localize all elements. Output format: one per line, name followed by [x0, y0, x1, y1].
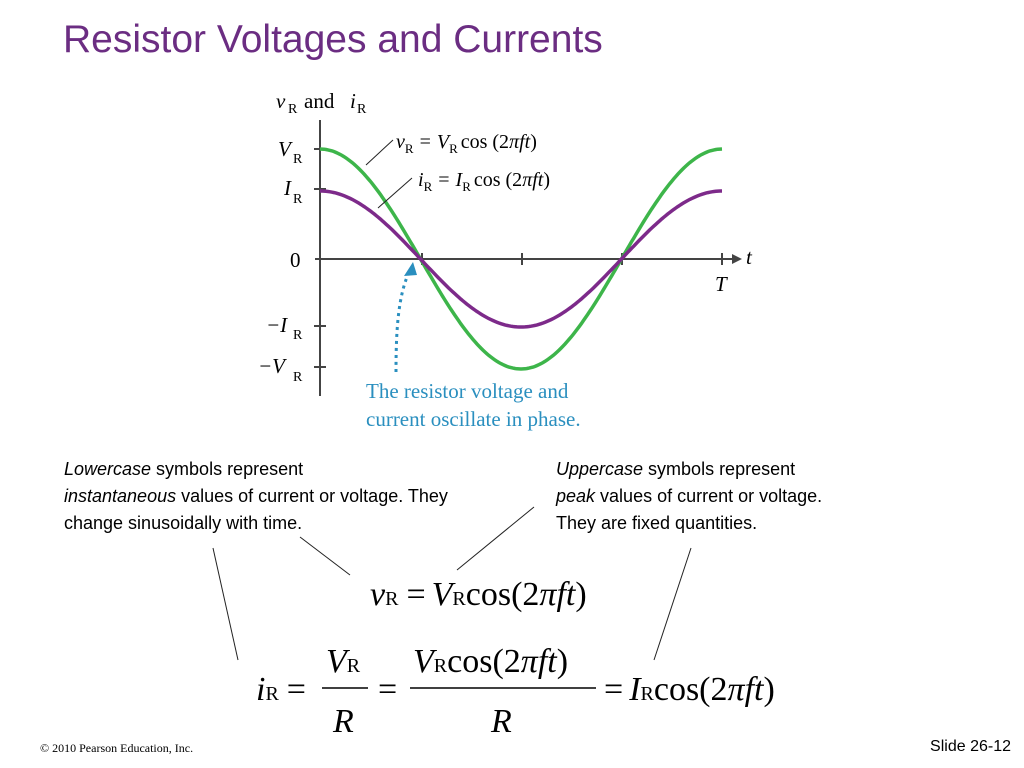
leader-right-1: [456, 506, 535, 571]
label-vr: V: [278, 137, 293, 161]
label-vr-sub: R: [293, 152, 303, 167]
eq2-frac2-den: R: [490, 703, 512, 740]
eq2-frac2-num: VRcos(2πft): [413, 643, 568, 680]
label-ir-sub: R: [293, 192, 303, 207]
leader-right-2: [653, 547, 692, 661]
copyright: © 2010 Pearson Education, Inc.: [40, 741, 194, 755]
label-ir: I: [283, 176, 292, 200]
y-label-v: v: [276, 89, 286, 113]
current-curve: [320, 189, 722, 329]
uppercase-note: Uppercase symbols represent peak values …: [556, 456, 866, 537]
peak-term: peak: [556, 486, 596, 506]
y-label-i: i: [350, 89, 356, 113]
annotation-arrowhead: [404, 262, 417, 276]
eq2-lhs: iR=: [256, 671, 306, 708]
annotation-line1: The resistor voltage and: [366, 379, 569, 403]
label-neg-ir: −I: [266, 313, 288, 337]
label-t: t: [746, 245, 753, 269]
label-T: T: [715, 272, 728, 296]
leader-left-1: [299, 536, 351, 576]
y-label-and: and: [304, 89, 335, 113]
label-neg-ir-sub: R: [293, 328, 303, 343]
uppercase-text1: symbols represent: [643, 459, 796, 479]
lowercase-text2: values of current or voltage. They chang…: [64, 486, 448, 533]
voltage-leader: [365, 139, 394, 166]
slide-title: Resistor Voltages and Currents: [63, 18, 603, 61]
eq2-rhs: =IRcos(2πft): [604, 671, 775, 708]
annotation-line2: current oscillate in phase.: [366, 407, 581, 431]
slide-number: Slide 26-12: [930, 738, 1011, 755]
label-neg-vr-sub: R: [293, 370, 303, 385]
current-leader: [377, 177, 413, 209]
t-axis-arrow: [732, 254, 742, 264]
label-zero: 0: [290, 248, 301, 272]
annotation-arrow: [394, 269, 412, 373]
instantaneous-term: instantaneous: [64, 486, 177, 506]
y-label-i-sub: R: [357, 102, 367, 117]
lowercase-note: Lowercase symbols represent instantaneou…: [64, 456, 464, 537]
y-label-v-sub: R: [288, 102, 298, 117]
leader-left-2: [212, 547, 239, 661]
lowercase-text1: symbols represent: [151, 459, 304, 479]
lowercase-term: Lowercase: [64, 459, 152, 479]
equation-1: vR=VRcos(2πft): [370, 576, 587, 613]
uppercase-term: Uppercase: [556, 459, 644, 479]
eq2-frac1-den: R: [332, 703, 354, 740]
uppercase-text2: values of current or voltage. They are f…: [556, 486, 823, 533]
label-neg-vr: −V: [258, 354, 287, 378]
voltage-curve: [319, 147, 723, 371]
eq2-frac1-num: VR: [326, 643, 361, 680]
eq2-eq2: =: [378, 671, 397, 708]
